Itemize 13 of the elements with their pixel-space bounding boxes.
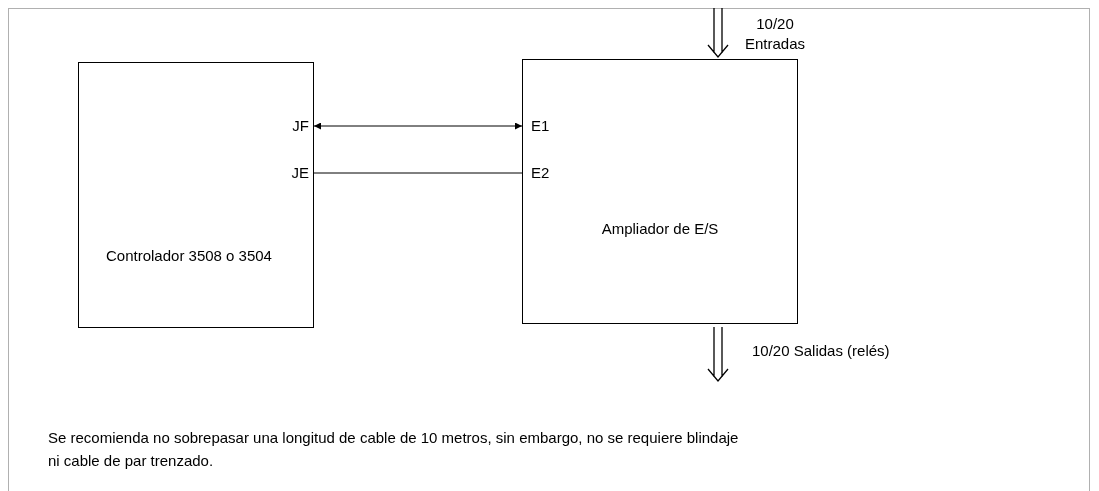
port-label: JF	[271, 116, 315, 136]
port-label: E1	[523, 116, 567, 136]
device-label: Ampliador de E/S	[600, 219, 720, 239]
device-box	[522, 59, 798, 324]
signal-arrow	[707, 7, 729, 58]
connector-line	[313, 122, 523, 130]
connector-line	[313, 172, 523, 174]
device-box	[78, 62, 314, 328]
signal-arrow	[707, 326, 729, 382]
port-label: JE	[271, 163, 315, 183]
device-label: Controlador 3508 o 3504	[106, 246, 273, 266]
note-text: Se recomienda no sobrepasar una longitud de cable de 10 metros, sin embargo, no se requiere blindaje ni cable de par trenzado.	[48, 428, 740, 471]
port-label: E2	[523, 163, 567, 183]
